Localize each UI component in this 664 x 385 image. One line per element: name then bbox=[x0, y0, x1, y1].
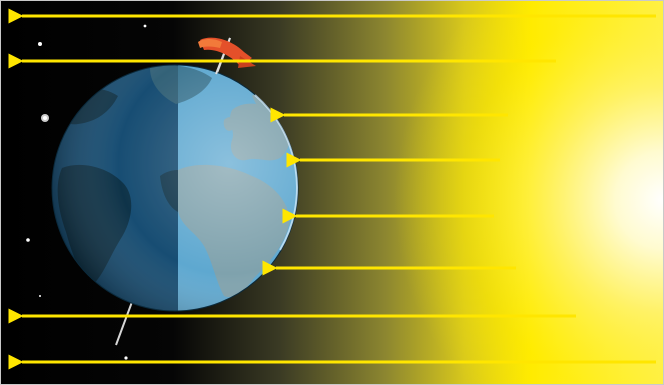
star bbox=[26, 238, 30, 242]
star bbox=[39, 295, 41, 297]
sunlight-rays bbox=[8, 8, 656, 370]
star bbox=[143, 24, 147, 28]
star bbox=[124, 356, 128, 360]
globe-sunlit-rim bbox=[254, 94, 298, 251]
stars bbox=[26, 24, 147, 360]
star bbox=[43, 116, 47, 120]
star bbox=[38, 42, 42, 46]
